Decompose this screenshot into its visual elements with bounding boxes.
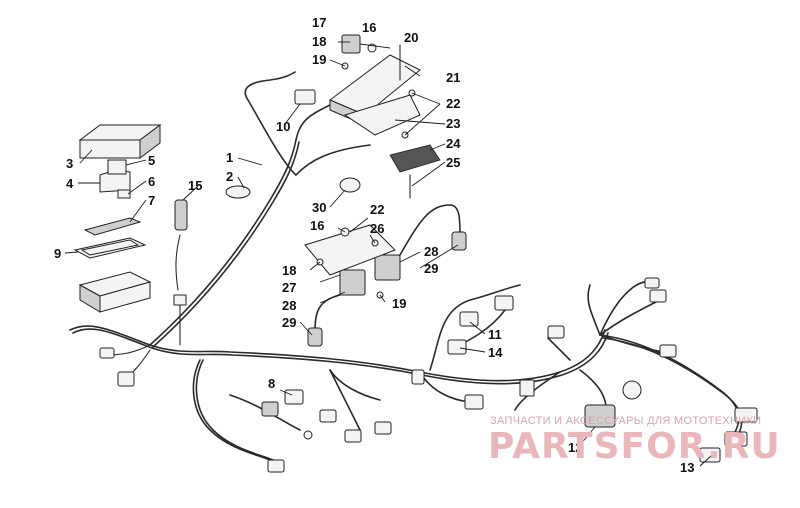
ignition-coil-lower [339,269,366,296]
oxygen-sensor [173,199,188,306]
callout-24: 24 [446,136,461,151]
callout-19-top: 19 [312,52,326,67]
callout-28-right: 28 [424,244,438,259]
connector-cluster-11 [447,295,514,355]
relay-10 [294,89,316,105]
fuse-box-gasket [73,237,147,259]
leader-lines [64,41,713,467]
callout-18-mid: 18 [282,263,296,278]
callout-21: 21 [446,70,460,85]
callout-17: 17 [312,15,326,30]
connector-2 [225,185,251,199]
callout-19-mid: 19 [392,296,406,311]
callout-29-right: 29 [424,261,438,276]
callout-29-left: 29 [282,315,296,330]
relay-small [107,159,127,175]
spark-plug-cap-upper [399,204,467,256]
callout-5: 5 [148,153,155,168]
right-connectors [519,277,677,400]
ecu-connector-12 [584,404,616,428]
callout-6: 6 [148,174,155,189]
callout-4: 4 [66,176,74,191]
fuse [117,189,131,199]
callout-16-mid: 16 [310,218,324,233]
callout-18-top: 18 [312,34,326,49]
callout-16-top: 16 [362,20,376,35]
fuse-box-base [78,271,152,313]
clamp-ring [339,177,361,193]
watermark-caption: ЗАПЧАСТИ И АКСЕССУАРЫ ДЛЯ МОТОТЕХНИКИ [490,415,761,427]
ecu-bracket [343,94,421,136]
callout-23: 23 [446,116,460,131]
callout-27: 27 [282,280,296,295]
connector-8 [261,389,304,417]
voltage-regulator [389,144,441,173]
callout-15: 15 [188,178,202,193]
callout-26: 26 [370,221,384,236]
fuse-box-cover [78,124,162,159]
callout-12: 12 [568,440,582,455]
watermark-brand: PARTSFOR.RU [488,426,781,467]
callout-30: 30 [312,200,326,215]
fuse-plate [83,217,142,236]
callout-28-left: 28 [282,298,296,313]
connector-cluster-13 [699,407,758,463]
callout-7: 7 [148,193,155,208]
callout-11: 11 [488,327,502,342]
callout-10: 10 [276,119,290,134]
callout-9: 9 [54,246,61,261]
spark-plug-cap-lower [307,294,341,347]
callout-22-mid: 22 [370,202,384,217]
ignition-coil-upper [374,254,401,281]
callout-20: 20 [404,30,418,45]
callout-1: 1 [226,150,233,165]
callout-13: 13 [680,460,694,475]
callout-3: 3 [66,156,73,171]
main-harness [69,71,743,463]
callout-14: 14 [488,345,503,360]
callout-2: 2 [226,169,233,184]
watermark: ЗАПЧАСТИ И АКСЕССУАРЫ ДЛЯ МОТОТЕХНИКИ PA… [488,415,781,467]
callout-8: 8 [268,376,275,391]
callout-22-top: 22 [446,96,460,111]
lower-connectors [99,347,484,473]
callout-25: 25 [446,155,460,170]
callout-labels: 1 2 3 4 5 6 7 9 15 10 17 16 18 19 20 21 … [54,15,694,475]
